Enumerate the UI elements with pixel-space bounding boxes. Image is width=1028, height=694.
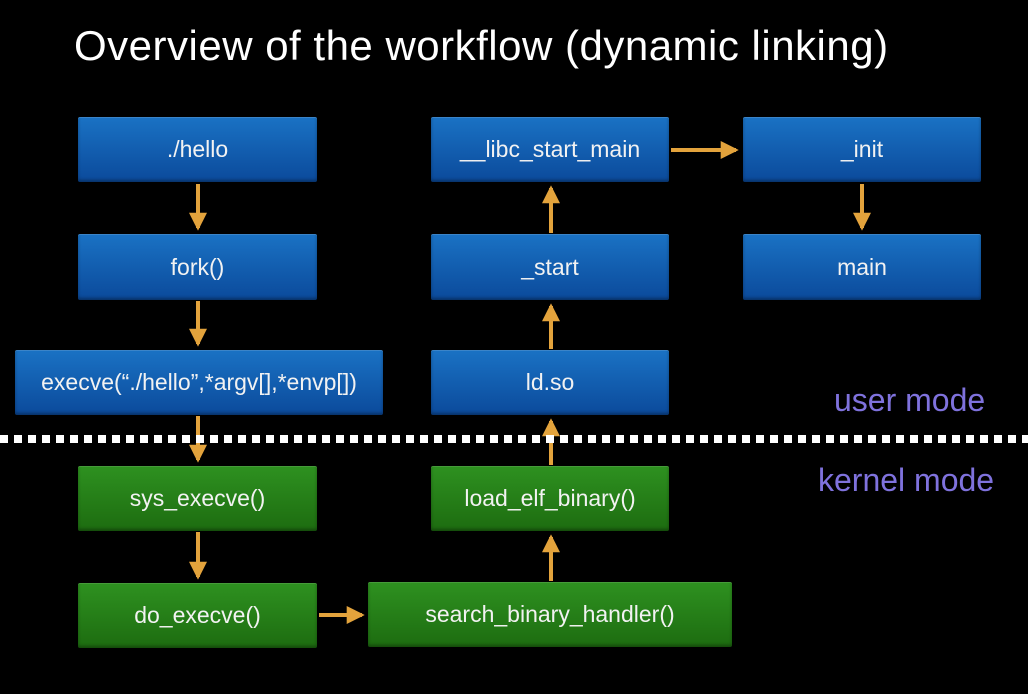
node-hello: ./hello (78, 117, 317, 182)
slide-title: Overview of the workflow (dynamic linkin… (74, 22, 889, 69)
node-start: _start (431, 234, 669, 300)
node-fork: fork() (78, 234, 317, 300)
node-sys-execve: sys_execve() (78, 466, 317, 531)
node-load-elf-binary: load_elf_binary() (431, 466, 669, 531)
user-mode-label: user mode (834, 382, 986, 418)
user-kernel-divider (0, 435, 1028, 443)
node-do-execve: do_execve() (78, 583, 317, 648)
node-execve: execve(“./hello”,*argv[],*envp[]) (15, 350, 383, 415)
node-search-binary-handler: search_binary_handler() (368, 582, 732, 647)
kernel-mode-label: kernel mode (818, 462, 995, 498)
node-ldso: ld.so (431, 350, 669, 415)
node-libc-start-main: __libc_start_main (431, 117, 669, 182)
node-main: main (743, 234, 981, 300)
node-init: _init (743, 117, 981, 182)
